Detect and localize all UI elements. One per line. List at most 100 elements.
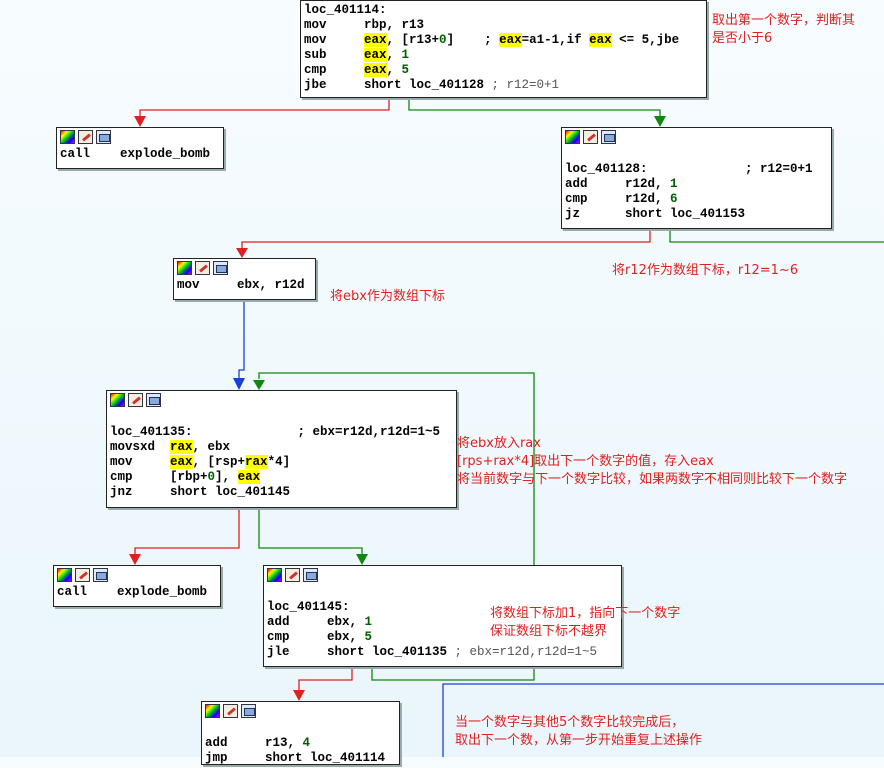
palette-icon[interactable] [205, 704, 220, 718]
annotation-line: 将r12作为数组下标，r12=1~6 [612, 263, 799, 278]
code-line: add r12d, [565, 177, 671, 191]
graph-icon[interactable] [601, 130, 616, 144]
code-mnemonic: movsxd [110, 440, 171, 454]
annotation-line: 取出第一个数字，判断其 [712, 13, 856, 28]
code-comment: ; ebx=r12d,r12d=1~5 [192, 425, 441, 439]
code-operand: ], [215, 470, 238, 484]
register-highlight[interactable]: eax [499, 33, 522, 47]
register-highlight[interactable]: eax [364, 48, 387, 62]
edge-n7-n5-loop [258, 372, 535, 681]
block-mov-ebx-r12d[interactable]: mov ebx, r12d [173, 258, 316, 300]
palette-icon[interactable] [177, 261, 192, 275]
code-operand: , [386, 63, 402, 77]
edge-n3-n4 [241, 228, 651, 249]
code-number: 1 [670, 177, 678, 191]
code-number: 6 [670, 192, 678, 206]
code-operand: explode_bomb [120, 147, 211, 161]
code-comment: ; r12=0+1 [491, 78, 560, 92]
annotation-increment-index: 将数组下标加1，指向下一个数字 保证数组下标不越界 [490, 605, 680, 641]
code-mnemonic: cmp [rbp+ [110, 470, 208, 484]
annotation-line: [rps+rax*4]取出下一个数字的值，存入eax [457, 454, 714, 469]
annotation-first-number-check: 取出第一个数字，判断其 是否小于6 [712, 12, 855, 48]
code-number: 1 [401, 48, 410, 62]
palette-icon[interactable] [565, 130, 580, 144]
register-highlight[interactable]: eax [364, 63, 387, 77]
block-label: loc_401128: [565, 162, 648, 176]
block-toolbar [54, 566, 220, 585]
edit-icon[interactable] [583, 130, 598, 144]
edge-n5-n7 [258, 508, 363, 555]
block-toolbar [57, 128, 223, 147]
graph-icon[interactable] [96, 130, 111, 144]
code-mnemonic: sub [304, 48, 365, 62]
graph-icon[interactable] [93, 568, 108, 582]
block-toolbar [264, 566, 621, 585]
register-highlight[interactable]: rax [245, 455, 268, 469]
code-operand: ] ; [446, 33, 500, 47]
block-label: loc_401135: [110, 425, 193, 439]
edit-icon[interactable] [195, 261, 210, 275]
code-line: jmp short loc_401114 [205, 751, 386, 765]
graph-icon[interactable] [213, 261, 228, 275]
code-line: mov rbp, r13 [304, 18, 425, 32]
edit-icon[interactable] [78, 130, 93, 144]
block-loc-401128[interactable]: loc_401128: ; r12=0+1 add r12d, 1 cmp r1… [561, 127, 832, 229]
code-line: cmp ebx, [267, 630, 365, 644]
register-highlight[interactable]: eax [170, 455, 193, 469]
palette-icon[interactable] [110, 393, 125, 407]
palette-icon[interactable] [60, 130, 75, 144]
edge-n5-n6 [134, 508, 240, 555]
register-highlight[interactable]: eax [589, 33, 612, 47]
palette-icon[interactable] [267, 568, 282, 582]
block-loc-401145[interactable]: loc_401145: add ebx, 1 cmp ebx, 5 jle sh… [263, 565, 622, 667]
code-line: cmp r12d, [565, 192, 671, 206]
register-highlight[interactable]: eax [364, 33, 387, 47]
code-line: jbe short loc_401128 [304, 78, 492, 92]
edit-icon[interactable] [128, 393, 143, 407]
code-comment: <= 5,jbe [611, 33, 680, 47]
block-toolbar [202, 702, 399, 721]
graph-icon[interactable] [303, 568, 318, 582]
annotation-line: 将ebx作为数组下标 [330, 289, 445, 304]
code-number: 0 [439, 33, 447, 47]
block-label: loc_401145: [267, 600, 350, 614]
code-comment: ; ebx=r12d,r12d=1~5 [454, 645, 598, 659]
code-line: jnz short loc_401145 [110, 485, 291, 499]
annotation-next-number: 当一个数字与其他5个数字比较完成后， 取出下一个数，从第一步开始重复上述操作 [455, 714, 702, 750]
code-number: 0 [207, 470, 216, 484]
code-line: jle short loc_401135 [267, 645, 455, 659]
graph-icon[interactable] [146, 393, 161, 407]
block-loc-401114[interactable]: loc_401114: mov rbp, r13 mov eax, [r13+0… [300, 0, 707, 98]
code-mnemonic: call [60, 147, 121, 161]
block-label: loc_401114: [304, 3, 387, 17]
edge-n4-n5 [238, 299, 245, 379]
code-line: add ebx, [267, 615, 365, 629]
block-call-explode-bomb-2[interactable]: call explode_bomb [53, 565, 221, 607]
graph-icon[interactable] [241, 704, 256, 718]
palette-icon[interactable] [57, 568, 72, 582]
code-number: 5 [364, 630, 373, 644]
code-operand: explode_bomb [117, 585, 208, 599]
code-comment: ; r12=0+1 [647, 162, 813, 176]
edit-icon[interactable] [75, 568, 90, 582]
code-mnemonic: cmp [304, 63, 365, 77]
code-operand: , [386, 48, 402, 62]
block-add-r13[interactable]: add r13, 4 jmp short loc_401114 [201, 701, 400, 765]
code-operand: , ebx [192, 440, 231, 454]
code-mnemonic: mov [304, 33, 365, 47]
block-call-explode-bomb-1[interactable]: call explode_bomb [56, 127, 224, 169]
edge-n3-exit [669, 228, 884, 243]
code-line: add r13, [205, 736, 303, 750]
annotation-line: 将ebx放入rax [457, 436, 541, 451]
register-highlight[interactable]: eax [237, 470, 261, 484]
edit-icon[interactable] [285, 568, 300, 582]
annotation-ebx-index: 将ebx作为数组下标 [330, 288, 445, 306]
annotation-line: 保证数组下标不越界 [490, 624, 608, 639]
code-comment: =a1-1,if [521, 33, 590, 47]
edge-n8-n1-loop [442, 683, 884, 757]
edit-icon[interactable] [223, 704, 238, 718]
edge-n1-n3 [408, 97, 661, 117]
block-loc-401135[interactable]: loc_401135: ; ebx=r12d,r12d=1~5 movsxd r… [106, 390, 457, 508]
register-highlight[interactable]: rax [170, 440, 193, 454]
